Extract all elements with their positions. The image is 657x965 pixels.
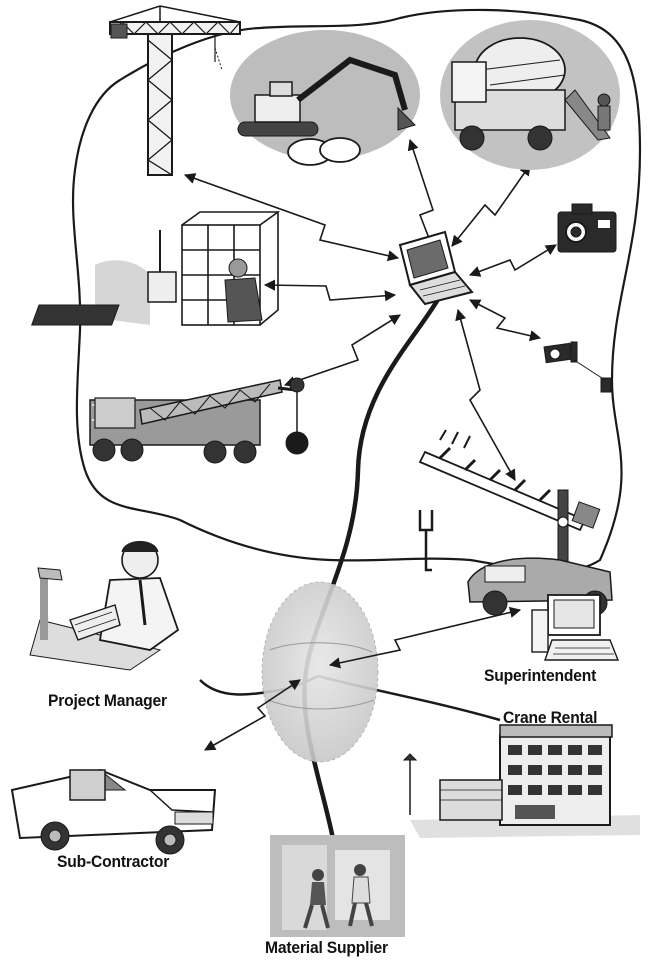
- network-globe-icon: [262, 582, 378, 762]
- concrete-mixer-truck-icon: [440, 20, 620, 170]
- link-building-worker: [265, 285, 395, 300]
- gate-barrier-icon: [420, 430, 600, 575]
- superintendent-icon: [468, 558, 618, 660]
- building-worker-icon: [32, 212, 278, 325]
- warehouse-workers-icon: [270, 835, 405, 937]
- label-crane-rental: Crane Rental: [503, 708, 597, 728]
- laptop-hub-icon: [400, 232, 472, 304]
- link-security-camera: [470, 300, 540, 338]
- link-excavator: [410, 140, 433, 246]
- link-mobile-crane: [285, 315, 400, 385]
- tower-crane-icon: [110, 6, 240, 175]
- office-building-icon: [404, 725, 640, 838]
- link-concrete-mixer: [452, 165, 530, 246]
- excavator-icon: [230, 30, 420, 165]
- pickup-truck-icon: [12, 770, 215, 854]
- mobile-crane-icon: [90, 378, 308, 463]
- label-superintendent: Superintendent: [484, 666, 596, 686]
- label-material-supplier: Material Supplier: [265, 938, 388, 958]
- label-sub-contractor: Sub-Contractor: [57, 852, 169, 872]
- camera-icon: [558, 204, 616, 252]
- link-camera: [470, 245, 556, 275]
- link-tower-crane: [185, 175, 398, 258]
- link-gate: [458, 310, 515, 480]
- project-manager-icon: [30, 542, 178, 671]
- security-camera-icon: [544, 342, 611, 392]
- label-project-manager: Project Manager: [48, 691, 167, 711]
